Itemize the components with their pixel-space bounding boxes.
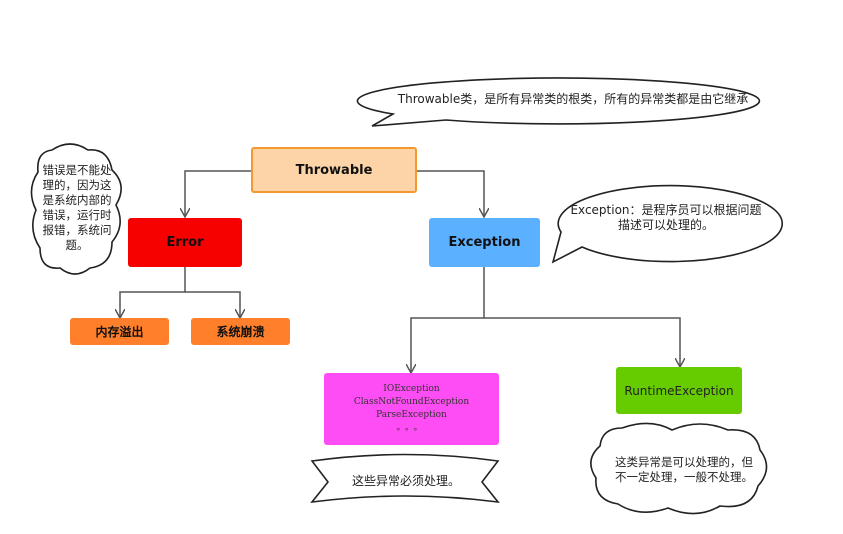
checked-exception-item: 。。。 xyxy=(396,423,427,433)
callout-error-line: 题。 xyxy=(65,238,89,252)
node-out-of-memory: 内存溢出 xyxy=(70,318,169,345)
callout-runtime-line: 不一定处理，一般不处理。 xyxy=(615,470,753,484)
callout-runtime-text: 这类异常是可以处理的，但 不一定处理，一般不处理。 xyxy=(596,455,772,485)
callout-error-text: 错误是不能处 理的，因为这 是系统内部的 错误，运行时 报错，系统问 题。 xyxy=(38,163,116,253)
node-throwable: Throwable xyxy=(251,147,417,193)
edge-exception-runtime xyxy=(484,317,680,366)
node-throwable-label: Throwable xyxy=(295,162,373,178)
node-checked-exceptions: IOException ClassNotFoundException Parse… xyxy=(324,373,499,445)
node-system-crash-label: 系统崩溃 xyxy=(216,325,265,339)
callout-error-cloud xyxy=(30,143,122,275)
edge-throwable-error xyxy=(185,170,251,216)
node-error-label: Error xyxy=(166,235,204,250)
callout-exception-bubble xyxy=(551,184,784,264)
node-system-crash: 系统崩溃 xyxy=(191,318,290,345)
callout-runtime-line: 这类异常是可以处理的，但 xyxy=(615,455,753,469)
edge-exception-checked xyxy=(411,267,485,372)
node-error: Error xyxy=(128,218,242,267)
edge-error-oom xyxy=(120,267,186,317)
callout-runtime-cloud xyxy=(590,422,768,515)
callout-checked-text: 这些异常必须处理。 xyxy=(351,474,460,488)
checked-exception-item: ParseException xyxy=(376,410,447,420)
callout-throwable-text: Throwable类，是所有异常类的根类，所有的异常类都是由它继承 xyxy=(397,92,749,106)
node-runtime-exception-label: RuntimeException xyxy=(624,383,734,398)
callout-exception-line: Exception：是程序员可以根据问题 xyxy=(570,203,762,217)
callout-error-line: 错误是不能处 xyxy=(42,163,112,177)
callout-error-line: 是系统内部的 xyxy=(42,193,112,207)
checked-exception-item: ClassNotFoundException xyxy=(353,397,470,407)
node-exception-label: Exception xyxy=(448,235,521,250)
callout-error-line: 错误，运行时 xyxy=(42,208,112,222)
edge-throwable-exception xyxy=(417,170,484,216)
node-exception: Exception xyxy=(429,218,540,267)
checked-exception-item: IOException xyxy=(383,384,440,394)
callout-throwable-bubble xyxy=(356,77,761,127)
callout-error-line: 报错，系统问 xyxy=(42,223,112,237)
node-runtime-exception: RuntimeException xyxy=(616,367,742,414)
callout-error-line: 理的，因为这 xyxy=(42,178,112,192)
callout-exception-line: 描述可以处理的。 xyxy=(617,218,714,232)
node-out-of-memory-label: 内存溢出 xyxy=(95,325,144,339)
checked-exceptions-list: IOException ClassNotFoundException Parse… xyxy=(354,383,469,435)
edge-error-crash xyxy=(185,291,240,317)
callout-exception-text: Exception：是程序员可以根据问题 描述可以处理的。 xyxy=(556,203,776,233)
callout-checked-banner xyxy=(310,453,500,504)
